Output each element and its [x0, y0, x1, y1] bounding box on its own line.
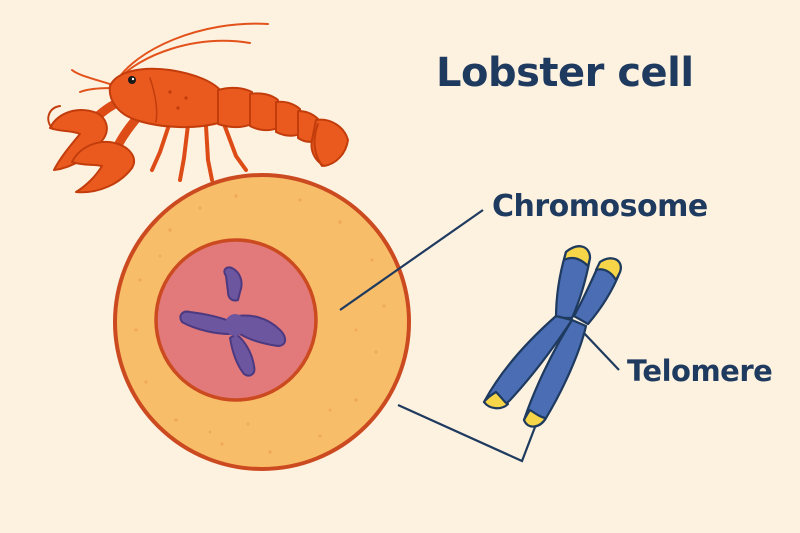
telomere-cap-bottom-right: [522, 408, 548, 428]
telomere-cap-top-right: [594, 257, 622, 282]
chromosome-leader-line: [339, 209, 484, 311]
lobster-illustration: [47, 22, 349, 194]
telomere-label: Telomere: [627, 354, 773, 388]
leader-lines: [339, 209, 620, 463]
telomere-leader-line: [582, 331, 620, 371]
nucleus-chromosome: [179, 266, 286, 377]
chromosome-label: Chromosome: [492, 189, 708, 224]
telomere-cap-bottom-left: [482, 390, 510, 410]
telomere-cap-top-left: [562, 245, 592, 268]
diagram-title: Lobster cell: [436, 50, 694, 96]
chromosome-illustration: [482, 245, 622, 428]
cell-to-chromosome-line: [397, 403, 542, 463]
cell-illustration: [113, 173, 411, 471]
cytoplasm-speckles: [134, 194, 386, 454]
